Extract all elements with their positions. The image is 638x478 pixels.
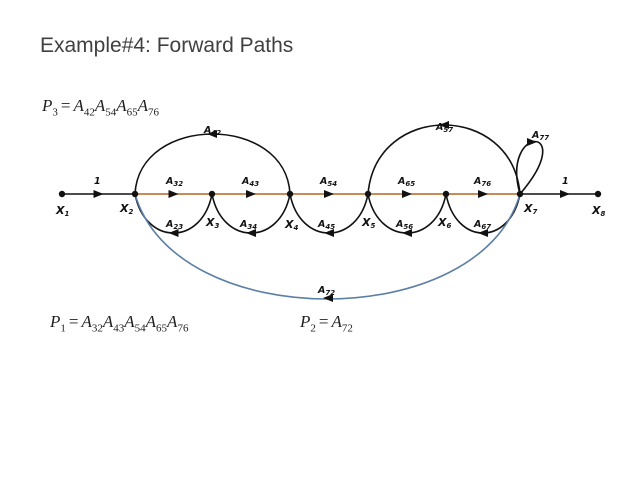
arrowhead-a45	[324, 229, 334, 237]
node-x2	[131, 190, 139, 198]
p1-term-4: A	[167, 312, 178, 331]
arrowhead-a72	[323, 294, 333, 302]
branch-a72	[134, 193, 521, 300]
arrowhead-a23	[168, 229, 179, 237]
arrowhead-a32	[168, 190, 179, 198]
p2-lhs: P	[300, 312, 311, 331]
branch-label-a34: A34	[239, 219, 257, 231]
slide-title: Example#4: Forward Paths	[40, 34, 294, 57]
p1-term-3-sub: 65	[156, 322, 168, 335]
arrowhead-b1	[93, 190, 104, 198]
p1-term-0: A	[81, 312, 92, 331]
p1-lhs: P	[50, 312, 61, 331]
branch-label-a77: A77	[531, 130, 549, 142]
node-x6	[442, 190, 450, 198]
p1-term-3: A	[145, 312, 157, 331]
arrowhead-a65	[402, 190, 412, 198]
equation-p3: P3=A42A54A65A76	[42, 96, 159, 118]
branch-label-b1: 1	[94, 176, 101, 187]
node-label-x1: X1	[55, 204, 69, 218]
p1-term-0-sub: 32	[91, 322, 103, 335]
branch-label-a72: A72	[317, 285, 335, 297]
p2-term-0-sub: 72	[341, 322, 353, 335]
branch-label-a45: A45	[317, 219, 335, 231]
p1-term-1: A	[102, 312, 114, 331]
p3-term-1: A	[94, 96, 106, 115]
arrowhead-a42	[207, 130, 217, 138]
equation-p1: P1=A32A43A54A65A76	[50, 312, 188, 334]
arrowhead-a67	[478, 229, 488, 237]
node-label-x2: X2	[119, 202, 133, 216]
p1-lhs-sub: 1	[60, 322, 66, 335]
arrowhead-a77	[527, 138, 537, 146]
branch-label-a76: A76	[473, 176, 491, 188]
p1-term-2-sub: 54	[134, 322, 146, 335]
p3-term-3: A	[137, 96, 149, 115]
arrowhead-a34	[246, 229, 256, 237]
p3-term-3-sub: 76	[148, 106, 160, 119]
node-label-x6: X6	[437, 216, 451, 230]
branch-label-a65: A65	[397, 176, 415, 188]
p3-lhs: P	[42, 96, 53, 115]
node-x8	[594, 190, 602, 198]
branch-label-b2: 1	[562, 176, 569, 187]
branch-label-a23: A23	[165, 219, 183, 231]
arrowhead-a54	[324, 190, 334, 198]
branch-label-a42: A42	[203, 125, 221, 137]
p2-term-0: A	[331, 312, 342, 331]
p3-equals: =	[60, 96, 71, 115]
p2-lhs-sub: 2	[310, 322, 316, 335]
p3-term-1-sub: 54	[105, 106, 117, 119]
branch-label-a67: A67	[473, 219, 491, 231]
equation-p2: P2=A72	[300, 312, 353, 334]
node-label-x4: X4	[284, 218, 298, 232]
branch-label-a54: A54	[319, 176, 337, 188]
branch-label-a32: A32	[165, 176, 183, 188]
node-label-x3: X3	[205, 216, 219, 230]
p3-term-2-sub: 65	[126, 106, 138, 119]
p1-term-4-sub: 76	[177, 322, 189, 335]
arrowhead-a56	[402, 229, 412, 237]
node-x3	[208, 190, 216, 198]
node-x5	[364, 190, 372, 198]
p1-term-2: A	[124, 312, 135, 331]
p3-term-0-sub: 42	[83, 106, 95, 119]
branch-label-a43: A43	[241, 176, 259, 188]
node-label-x7: X7	[523, 202, 537, 216]
arrowhead-b2	[560, 190, 570, 198]
arrowhead-a43	[246, 190, 256, 198]
p3-lhs-sub: 3	[52, 106, 58, 119]
arrowhead-a76	[478, 190, 488, 198]
node-x4	[286, 190, 294, 198]
p1-term-1-sub: 43	[113, 322, 125, 335]
node-x7	[516, 190, 524, 198]
branch-a77	[515, 140, 544, 195]
p3-term-0: A	[73, 96, 84, 115]
p1-equals: =	[68, 312, 79, 331]
node-label-x8: X8	[591, 204, 605, 218]
branch-label-a56: A56	[395, 219, 413, 231]
arrowhead-a57	[439, 121, 449, 129]
p2-equals: =	[318, 312, 329, 331]
node-x1	[58, 190, 66, 198]
p3-term-2: A	[116, 96, 127, 115]
branch-a57	[367, 124, 521, 195]
node-label-x5: X5	[361, 216, 375, 230]
branch-a42	[134, 133, 291, 195]
